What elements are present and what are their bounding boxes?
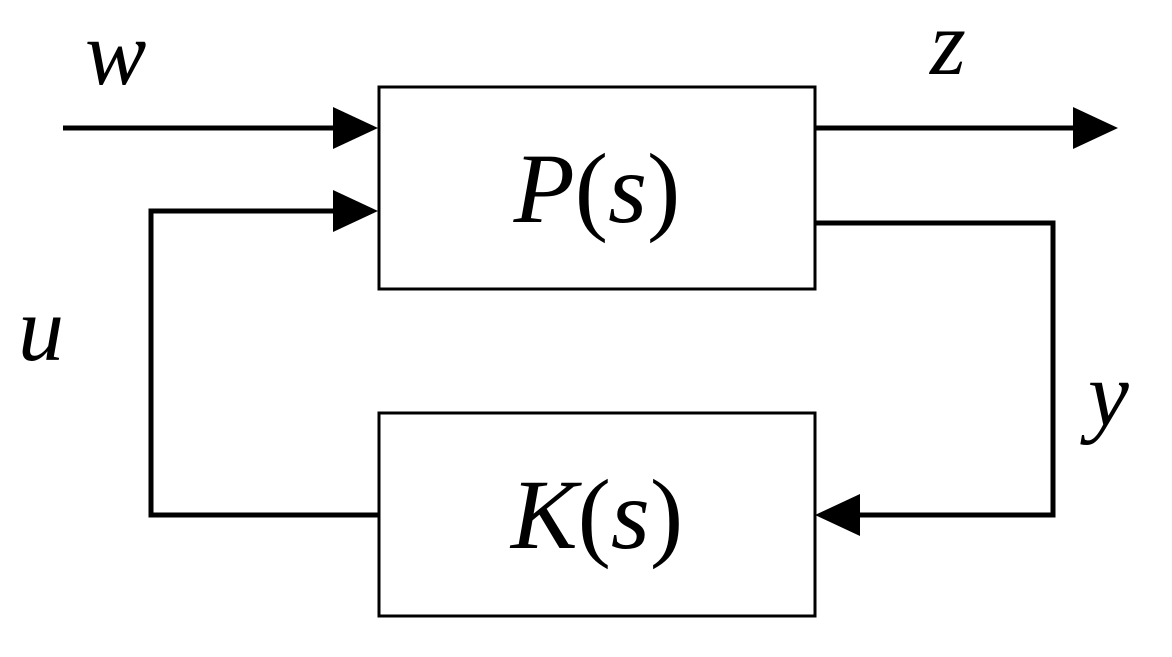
signal-label-u: u — [18, 278, 64, 380]
controller-arg: s — [611, 459, 650, 570]
u-control-connector — [148, 190, 379, 518]
signal-label-y: y — [1080, 343, 1129, 445]
y-feedback-connector — [815, 220, 1056, 536]
z-output-connector — [815, 107, 1118, 149]
controller-block: K(s) — [377, 411, 817, 618]
y-feedback-arrowhead — [815, 494, 860, 536]
plant-block-label: P(s) — [513, 133, 681, 244]
plant-block: P(s) — [377, 85, 817, 291]
controller-close-paren: ) — [650, 459, 683, 570]
u-control-line — [148, 208, 379, 518]
signal-label-z: z — [928, 0, 966, 94]
controller-open-paren: ( — [578, 459, 611, 570]
signal-label-w: w — [85, 2, 146, 104]
controller-block-label: K(s) — [509, 459, 683, 570]
z-output-arrowhead — [1073, 107, 1118, 149]
plant-close-paren: ) — [647, 133, 680, 244]
plant-name: P — [513, 133, 575, 244]
controller-block-box — [377, 411, 817, 618]
y-feedback-line — [815, 220, 1056, 518]
controller-name: K — [509, 459, 582, 570]
u-control-arrowhead — [333, 190, 378, 232]
plant-open-paren: ( — [575, 133, 608, 244]
w-input-arrowhead — [333, 107, 378, 149]
plant-arg: s — [608, 133, 647, 244]
w-input-connector — [63, 107, 378, 149]
plant-block-box — [377, 85, 817, 291]
